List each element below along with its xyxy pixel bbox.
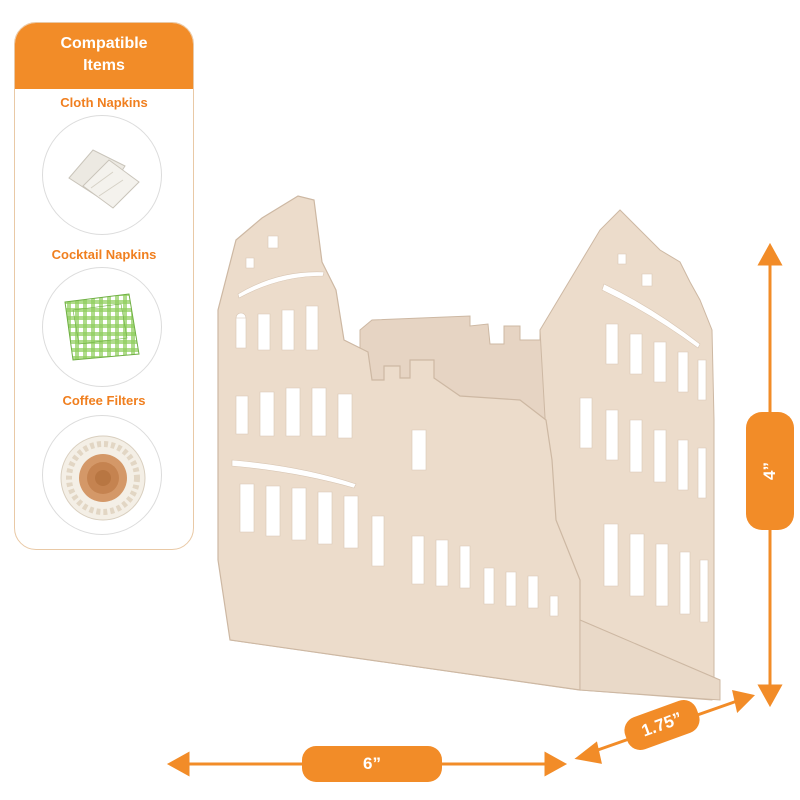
width-dimension-label: 6”	[302, 746, 442, 782]
coffee-filters-icon	[42, 415, 162, 535]
height-dimension-label: 4”	[760, 462, 779, 480]
cocktail-napkins-icon	[42, 267, 162, 387]
panel-title-line1: Compatible	[60, 35, 148, 52]
item-label-cocktail-napkins: Cocktail Napkins	[51, 247, 157, 262]
panel-title-line2: Items	[83, 57, 125, 74]
item-label-coffee-filters: Coffee Filters	[62, 393, 146, 408]
cloth-napkins-icon	[42, 115, 162, 235]
height-dimension-badge: 4”	[746, 412, 794, 530]
item-label-cloth-napkins: Cloth Napkins	[60, 95, 148, 110]
compatible-items-panel: Compatible Items Cloth Napkins Cocktail …	[14, 22, 194, 550]
panel-title: Compatible Items	[15, 23, 193, 89]
